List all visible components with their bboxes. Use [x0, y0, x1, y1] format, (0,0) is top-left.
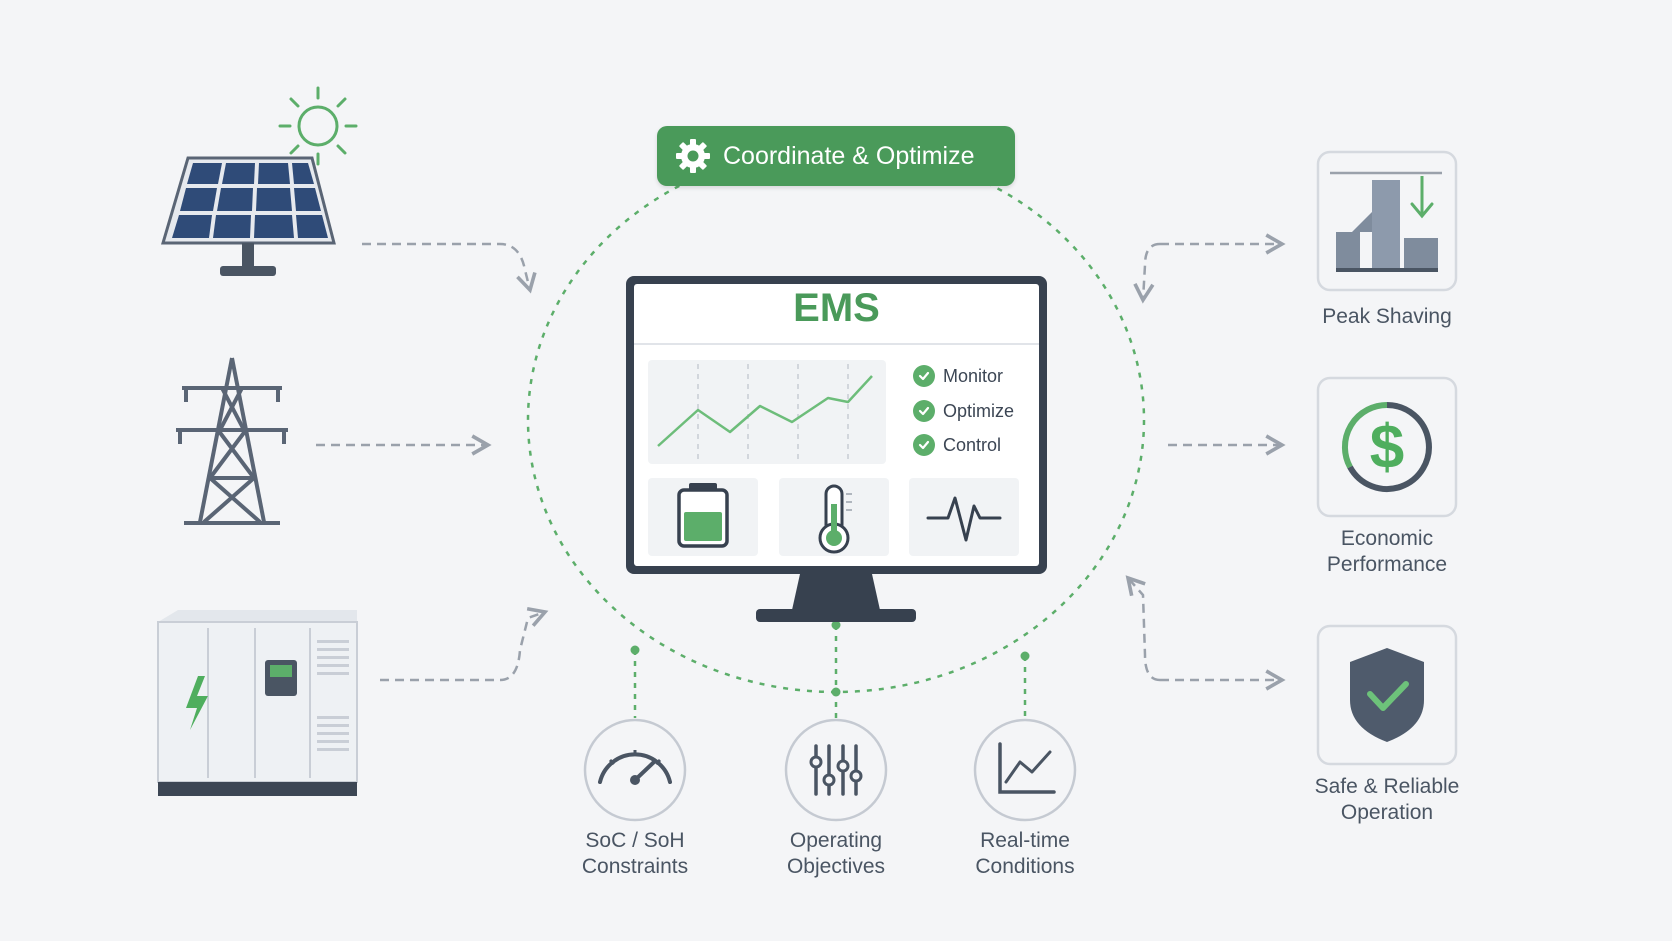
checklist-item-control: Control: [913, 434, 1001, 456]
arrow-battery-to-ems: [380, 606, 549, 682]
svg-text:$: $: [1370, 413, 1404, 482]
battery-cabinet-icon: [157, 610, 358, 796]
arrow-peak-shaving-to-ems: [1133, 242, 1161, 304]
constraint-connectors: [633, 625, 1027, 718]
coordination-ring: [526, 146, 1146, 694]
pulse-icon: [926, 496, 1002, 542]
battery-level-icon: [677, 483, 729, 548]
shield-check-icon: [1316, 624, 1458, 766]
line-chart-icon: [973, 718, 1077, 822]
transmission-tower-icon: [176, 357, 288, 525]
checklist-item-monitor: Monitor: [913, 365, 1003, 387]
banner-label: Coordinate & Optimize: [723, 141, 975, 170]
checklist-label: Control: [943, 434, 1002, 455]
gauge-icon: [583, 718, 687, 822]
check-icon: [913, 434, 935, 456]
outcome-label-peak-shaving: Peak Shaving: [1322, 305, 1452, 328]
arrow-safe-to-ems: [1125, 575, 1161, 682]
ems-trend-panel: [648, 360, 886, 464]
ems-monitor: [626, 276, 1047, 622]
coordinate-optimize-banner: Coordinate & Optimize: [657, 126, 1015, 186]
checklist-label: Monitor: [943, 365, 1004, 386]
arrow-solar-to-ems: [362, 242, 537, 294]
sliders-icon: [784, 718, 888, 822]
checklist-item-optimize: Optimize: [913, 400, 1014, 422]
checklist-label: Optimize: [943, 400, 1015, 421]
gear-icon: [676, 139, 710, 173]
ems-title: EMS: [793, 286, 880, 330]
check-icon: [913, 365, 935, 387]
peak-shaving-icon: [1316, 150, 1458, 292]
thermometer-icon: [818, 484, 852, 554]
check-icon: [913, 400, 935, 422]
dollar-icon: $: [1316, 376, 1458, 518]
ems-trend-line: [657, 375, 873, 447]
solar-panel-icon: [160, 86, 358, 276]
